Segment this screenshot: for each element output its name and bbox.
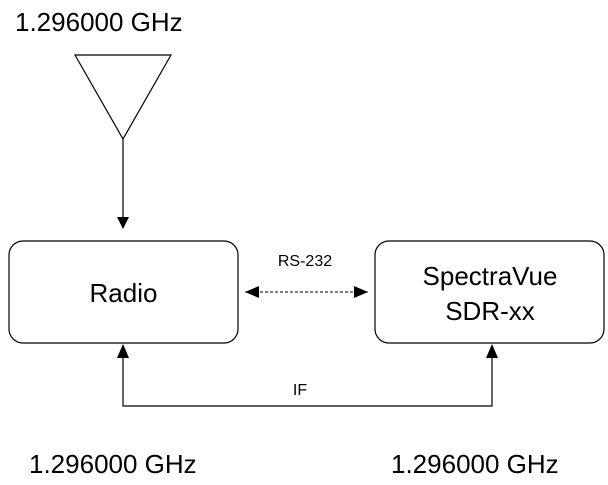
- rs232-label: RS-232: [278, 253, 332, 270]
- if-link-line: [122, 358, 493, 407]
- rs232-left-arrowhead: [245, 286, 259, 298]
- rs232-right-arrowhead: [354, 286, 368, 298]
- sdr-box: [374, 240, 605, 344]
- antenna-frequency-label: 1.296000 GHz: [15, 7, 183, 37]
- sdr-block: SpectraVue SDR-xx: [374, 240, 605, 344]
- if-label: IF: [293, 382, 307, 399]
- sdr-frequency-label: 1.296000 GHz: [391, 449, 559, 479]
- radio-box: [8, 240, 239, 344]
- sdr-label-line2: SDR-xx: [445, 296, 535, 326]
- sdr-label-line1: SpectraVue: [423, 261, 558, 291]
- if-sdr-arrowhead: [486, 344, 498, 358]
- radio-label: Radio: [90, 278, 158, 308]
- if-radio-arrowhead: [117, 344, 129, 358]
- antenna-icon: [73, 54, 173, 141]
- radio-frequency-label: 1.296000 GHz: [29, 449, 197, 479]
- radio-block: Radio: [8, 240, 239, 344]
